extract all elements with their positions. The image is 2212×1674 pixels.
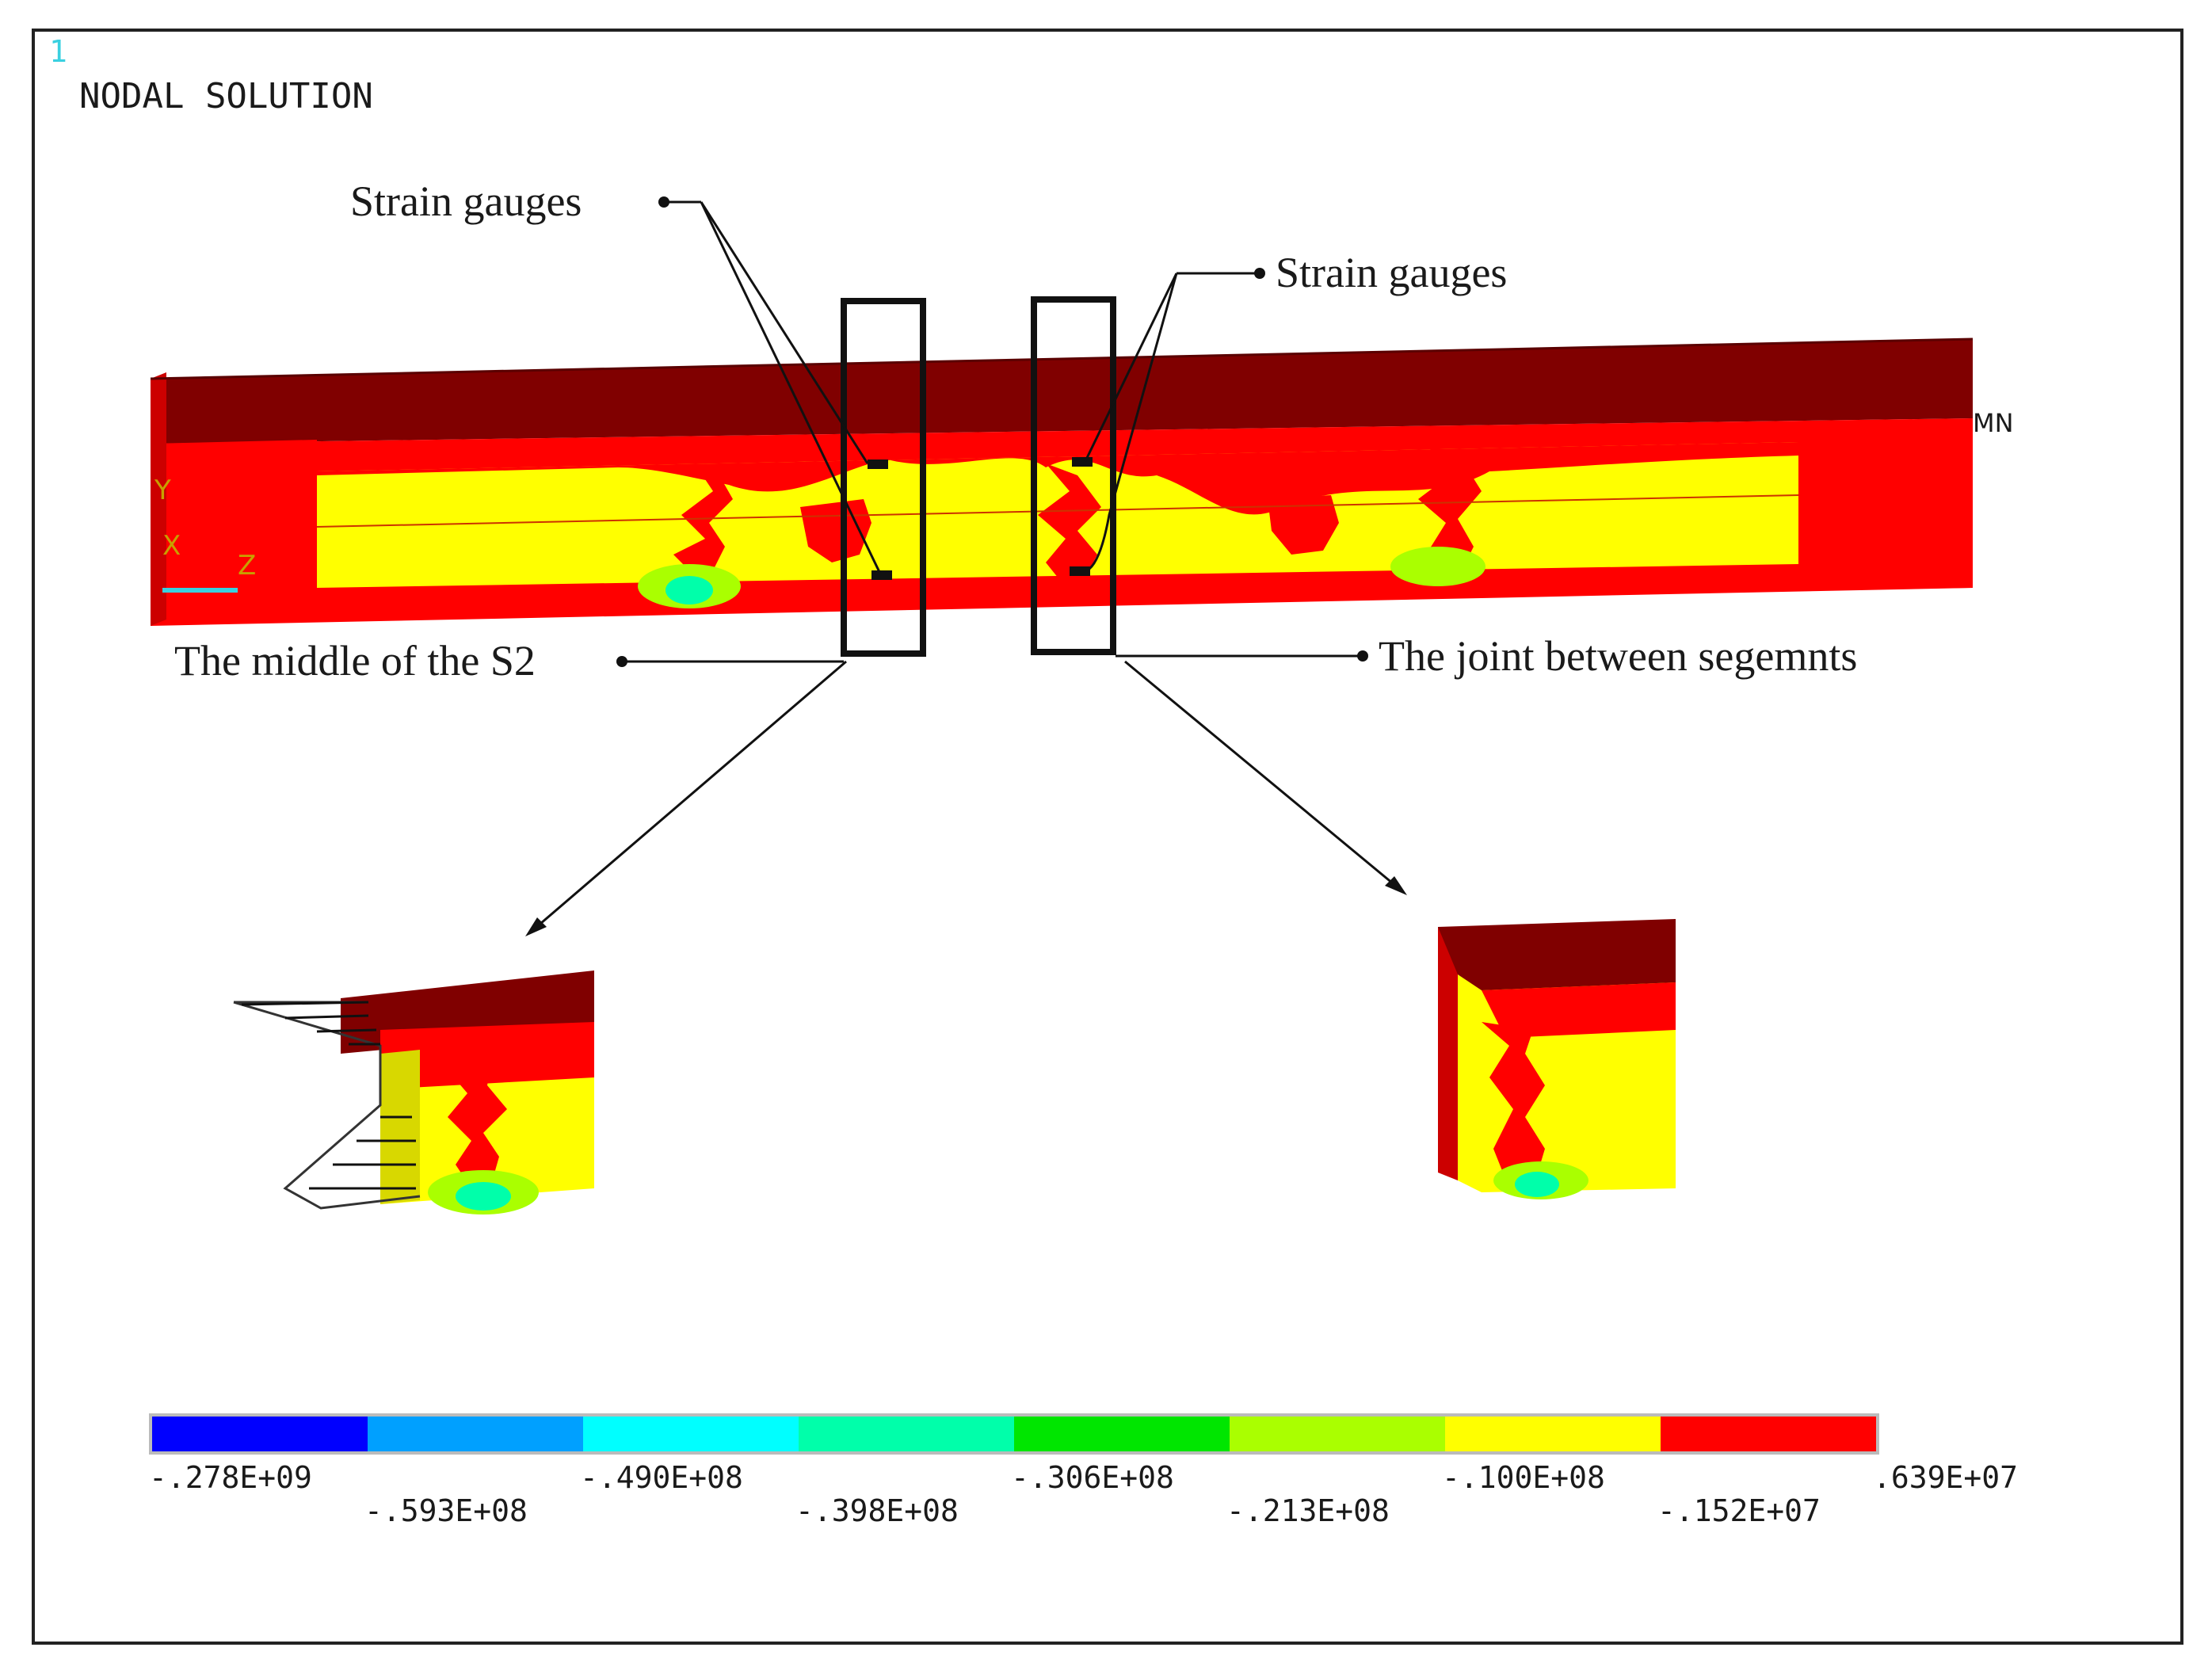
legend-swatch bbox=[1014, 1417, 1230, 1451]
triad-z-label: Z bbox=[238, 550, 256, 582]
mn-marker: MN bbox=[1973, 408, 2014, 438]
label-joint-between-segments: The joint between segemnts bbox=[1379, 632, 1857, 680]
beam-end-block-left bbox=[151, 440, 317, 626]
contour-legend-bar bbox=[149, 1413, 1879, 1455]
legend-value-label: -.152E+07 bbox=[1657, 1493, 1821, 1528]
strain-gauge-mark bbox=[871, 570, 892, 580]
triad-x-label: X bbox=[162, 530, 181, 562]
highlight-box-joint bbox=[1031, 296, 1116, 655]
legend-value-label: -.306E+08 bbox=[1011, 1460, 1174, 1495]
beam-end-block-right bbox=[1798, 418, 1973, 590]
beam-top-surface bbox=[151, 339, 1973, 444]
legend-swatch bbox=[799, 1417, 1014, 1451]
label-strain-gauges-left: Strain gauges bbox=[350, 177, 582, 225]
coordinate-triad: Y X Z bbox=[154, 475, 256, 593]
legend-value-label: -.278E+09 bbox=[149, 1460, 312, 1495]
strain-gauge-mark bbox=[1072, 457, 1093, 467]
main-beam bbox=[150, 337, 1974, 626]
zoom-arrow-head-right bbox=[1385, 876, 1407, 895]
zoom-detail-joint bbox=[1438, 919, 1676, 1199]
stress-zone-upper bbox=[317, 442, 1798, 515]
window-number: 1 bbox=[49, 34, 67, 69]
annotation-leaders bbox=[528, 200, 1403, 935]
label-strain-gauges-right: Strain gauges bbox=[1276, 249, 1507, 296]
legend-swatch bbox=[152, 1417, 368, 1451]
legend-value-label: -.100E+08 bbox=[1442, 1460, 1605, 1495]
legend-swatch bbox=[1445, 1417, 1661, 1451]
triad-y-label: Y bbox=[154, 475, 171, 506]
viewport-border bbox=[32, 29, 2183, 1645]
legend-swatch bbox=[368, 1417, 583, 1451]
stress-pocket-2 bbox=[1268, 495, 1339, 555]
legend-value-label: -.213E+08 bbox=[1226, 1493, 1390, 1528]
strain-gauge-mark bbox=[868, 459, 888, 469]
legend-value-label: -.398E+08 bbox=[795, 1493, 959, 1528]
label-middle-of-s2: The middle of the S2 bbox=[174, 637, 536, 684]
zoom-arrow-head-left bbox=[525, 917, 547, 936]
legend-value-label: -.593E+08 bbox=[364, 1493, 528, 1528]
legend-value-label: -.490E+08 bbox=[580, 1460, 743, 1495]
contour-legend-labels: -.278E+09 -.593E+08 -.490E+08 -.398E+08 -.30… bbox=[149, 1460, 2018, 1528]
crack-band-3 bbox=[1418, 444, 1482, 574]
crack-band-2 bbox=[1038, 463, 1101, 582]
zoom-detail-middle-s2 bbox=[233, 970, 594, 1215]
legend-swatch bbox=[583, 1417, 799, 1451]
strain-gauge-mark bbox=[1070, 566, 1090, 576]
beam-top-edge bbox=[150, 337, 1974, 380]
plot-title: NODAL SOLUTION bbox=[79, 76, 373, 116]
support-zone-1-core bbox=[666, 576, 713, 604]
highlight-box-middle-s2 bbox=[841, 298, 926, 657]
legend-value-label: .639E+07 bbox=[1873, 1460, 2018, 1495]
crack-band-1 bbox=[673, 467, 733, 590]
legend-swatch bbox=[1230, 1417, 1445, 1451]
legend-swatch bbox=[1661, 1417, 1876, 1451]
support-zone-2 bbox=[1390, 547, 1485, 586]
beam-left-side bbox=[151, 372, 166, 626]
beam-centerline bbox=[316, 494, 1799, 528]
